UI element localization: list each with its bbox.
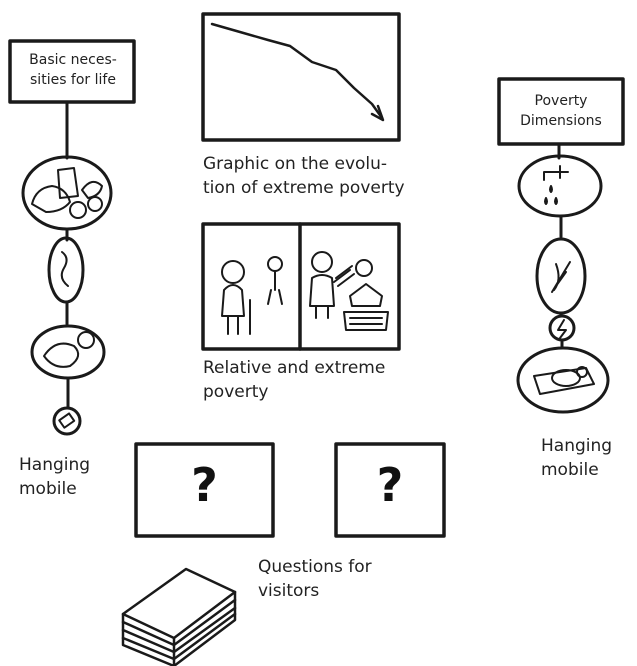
bed-disc xyxy=(516,346,610,414)
right-sign-label: Poverty Dimensions xyxy=(520,93,602,129)
lightning-icon xyxy=(557,319,567,339)
hose-icon xyxy=(60,251,69,287)
small-disc xyxy=(52,406,82,436)
ticket-icon xyxy=(58,412,76,429)
right-mobile-caption: Hanging mobile xyxy=(541,436,613,480)
question-box-right xyxy=(334,442,446,538)
bed-icon xyxy=(533,366,595,395)
water-disc xyxy=(47,236,85,304)
paper-stack-icon xyxy=(121,567,237,666)
evolution-graphic-panel xyxy=(201,12,401,142)
stick-figures-icon xyxy=(221,251,389,335)
trend-arrowhead-icon xyxy=(370,104,385,122)
question-mark-right: ? xyxy=(376,458,404,512)
poverty-caption: Relative and extreme poverty xyxy=(203,358,386,402)
questions-caption: Questions for visitors xyxy=(258,557,372,601)
left-sign-label: Basic neces- sities for life xyxy=(29,52,117,88)
left-mobile-sign xyxy=(8,39,136,104)
bread-food-icon xyxy=(31,167,103,219)
fire-icon xyxy=(551,261,571,293)
tap-icon xyxy=(543,165,569,205)
right-mobile-sign xyxy=(497,77,625,146)
declining-trend-line xyxy=(210,22,384,120)
graphic-caption: Graphic on the evolu- tion of extreme po… xyxy=(203,154,405,198)
question-mark-left: ? xyxy=(191,458,218,512)
left-mobile-caption: Hanging mobile xyxy=(19,455,91,499)
clothes-icon xyxy=(43,331,95,368)
question-box-left xyxy=(134,442,275,538)
clothes-disc xyxy=(30,324,106,380)
